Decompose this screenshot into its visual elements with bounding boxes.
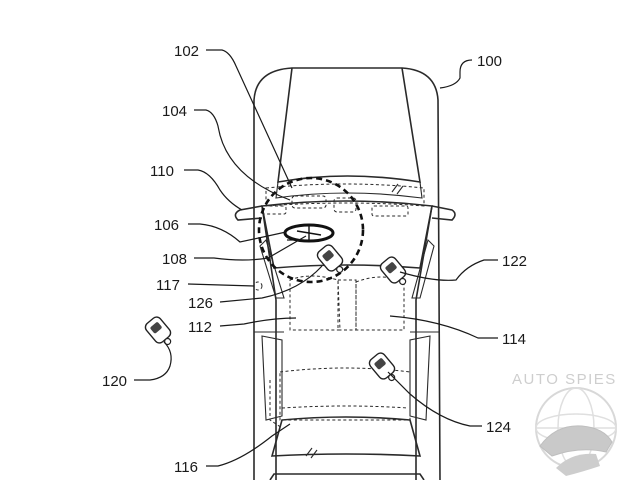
ref-122: 122 xyxy=(502,253,527,270)
left-rear-window xyxy=(261,335,283,421)
watermark-text: AUTO SPIES xyxy=(512,371,617,388)
leader-104 xyxy=(194,109,291,201)
leader-102 xyxy=(206,49,293,189)
center-console xyxy=(337,279,357,331)
leader-lines xyxy=(134,49,498,467)
key-fob-icon xyxy=(368,352,396,382)
right-front-window xyxy=(411,238,435,299)
rear-window xyxy=(270,416,422,457)
hood xyxy=(277,67,421,183)
vehicle-body xyxy=(234,67,456,480)
vehicle-outline xyxy=(253,67,441,480)
leader-100 xyxy=(439,59,473,89)
ref-104: 104 xyxy=(162,103,187,120)
steering-wheel-zone xyxy=(257,176,365,284)
sensor-117 xyxy=(253,281,263,291)
ref-126: 126 xyxy=(188,295,213,312)
leader-110 xyxy=(184,169,243,211)
leader-108 xyxy=(194,235,307,261)
dashboard xyxy=(265,183,425,207)
ref-124: 124 xyxy=(486,419,511,436)
leader-124 xyxy=(387,371,482,427)
key-fob-icon xyxy=(144,316,172,346)
globe-car-logo-icon xyxy=(535,387,617,476)
left-front-window xyxy=(259,238,285,299)
steering-wheel-icon xyxy=(283,223,335,243)
trunk-lid xyxy=(269,473,425,480)
rear-glare-1 xyxy=(305,447,313,457)
windshield-glare-2 xyxy=(396,185,404,195)
instrument-cluster xyxy=(291,195,327,209)
glovebox xyxy=(371,205,409,217)
ref-110: 110 xyxy=(150,163,174,180)
ref-108: 108 xyxy=(162,251,187,268)
windshield xyxy=(261,200,433,269)
windshield-glare-1 xyxy=(391,183,399,193)
right-side-mirror xyxy=(431,205,456,221)
center-display xyxy=(333,197,357,213)
dash-vent xyxy=(261,205,287,215)
passenger-seat xyxy=(355,276,405,331)
leader-122 xyxy=(399,259,498,281)
ref-117: 117 xyxy=(156,277,180,294)
leader-114 xyxy=(389,315,498,339)
leader-126 xyxy=(219,265,323,303)
key-fob-icon xyxy=(316,244,344,274)
ref-106: 106 xyxy=(154,217,179,234)
driver-zone-circle xyxy=(257,176,365,284)
ref-120: 120 xyxy=(102,373,127,390)
ref-102: 102 xyxy=(174,43,199,60)
rear-bench-seat xyxy=(279,367,411,421)
leader-106 xyxy=(188,223,287,243)
leader-120 xyxy=(134,341,172,381)
key-fob-icon xyxy=(379,256,407,286)
ref-114: 114 xyxy=(502,331,526,348)
rear-seat-back xyxy=(281,405,409,409)
watermark: AUTO SPIES xyxy=(512,371,617,476)
right-a-pillar xyxy=(415,205,433,480)
left-rear-door-panel xyxy=(269,380,283,429)
ref-116: 116 xyxy=(174,459,198,476)
reference-labels: 100 102 104 110 106 108 117 126 112 120 … xyxy=(102,43,527,476)
leader-112 xyxy=(219,317,297,327)
left-side-mirror xyxy=(234,205,263,221)
driver-seat xyxy=(289,275,341,331)
leader-116 xyxy=(206,423,291,467)
ref-112: 112 xyxy=(188,319,212,336)
right-rear-window xyxy=(409,335,431,421)
ref-100: 100 xyxy=(477,53,502,70)
leader-117 xyxy=(187,283,255,287)
rear-glare-2 xyxy=(310,449,318,459)
left-a-pillar xyxy=(261,205,277,480)
